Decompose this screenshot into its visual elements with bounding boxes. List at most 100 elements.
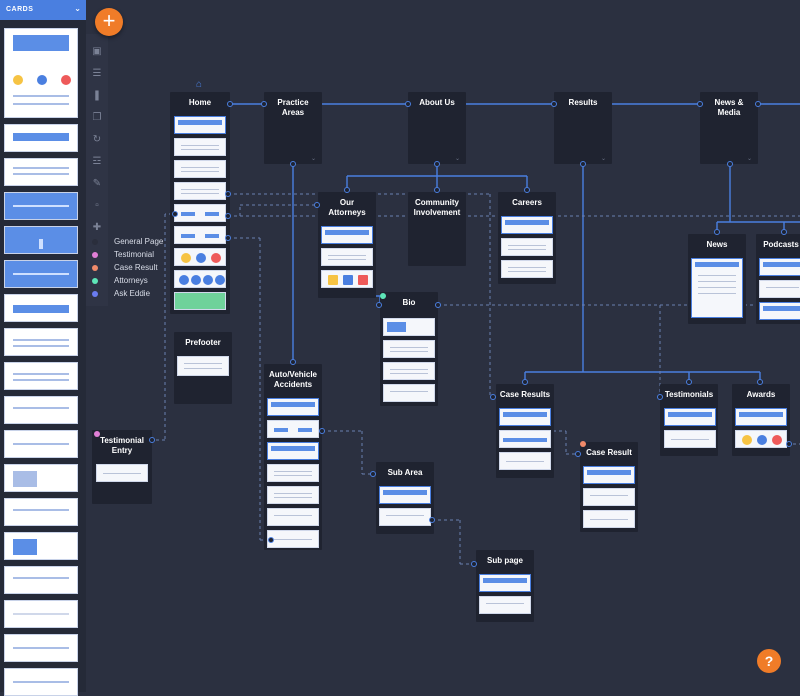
connector-dot[interactable]: [524, 187, 530, 193]
page-thumbnail[interactable]: [499, 430, 551, 448]
page-thumbnail[interactable]: [479, 574, 531, 592]
connector-dot[interactable]: [727, 161, 733, 167]
connector-dot[interactable]: [522, 379, 528, 385]
node-case-results[interactable]: Case Results: [496, 384, 554, 478]
page-thumbnail[interactable]: [321, 270, 373, 288]
node-sub-area[interactable]: Sub Area: [376, 462, 434, 534]
page-thumbnail[interactable]: [379, 486, 431, 504]
connector-dot[interactable]: [344, 187, 350, 193]
sync-icon[interactable]: ↻: [92, 134, 102, 145]
columns-icon[interactable]: ❚: [92, 90, 102, 101]
node-our-attorneys[interactable]: Our Attorneys: [318, 192, 376, 298]
connector-dot[interactable]: [580, 161, 586, 167]
page-thumbnail[interactable]: [174, 226, 226, 244]
page-thumbnail[interactable]: [383, 384, 435, 402]
page-thumbnail[interactable]: [664, 430, 716, 448]
save-icon[interactable]: ▣: [92, 46, 102, 57]
connector-dot[interactable]: [434, 161, 440, 167]
connector-dot[interactable]: [575, 451, 581, 457]
help-button[interactable]: ?: [757, 649, 781, 673]
connector-dot[interactable]: [429, 517, 435, 523]
node-testimonials[interactable]: Testimonials: [660, 384, 718, 456]
node-about-us[interactable]: About Us ⌄: [408, 92, 466, 164]
connector-dot[interactable]: [227, 101, 233, 107]
connector-dot[interactable]: [225, 213, 231, 219]
card-template[interactable]: [4, 294, 78, 322]
connector-dot[interactable]: [714, 229, 720, 235]
node-bio[interactable]: Bio: [380, 292, 438, 406]
chevron-down-icon[interactable]: ⌄: [454, 156, 460, 162]
card-template[interactable]: [4, 226, 78, 254]
page-thumbnail[interactable]: [479, 596, 531, 614]
card-template[interactable]: [4, 192, 78, 220]
node-podcasts[interactable]: Podcasts: [756, 234, 800, 324]
page-thumbnail[interactable]: [174, 160, 226, 178]
connector-dot[interactable]: [290, 359, 296, 365]
cards-header[interactable]: CARDS ⌄: [0, 0, 86, 20]
page-thumbnail[interactable]: [735, 408, 787, 426]
page-thumbnail[interactable]: [267, 508, 319, 526]
page-thumbnail[interactable]: [501, 260, 553, 278]
page-thumbnail[interactable]: [499, 452, 551, 470]
page-thumbnail[interactable]: [501, 216, 553, 234]
page-thumbnail[interactable]: [174, 204, 226, 222]
connector-dot[interactable]: [697, 101, 703, 107]
card-template[interactable]: [4, 498, 78, 526]
card-template[interactable]: [4, 668, 78, 696]
connector-dot[interactable]: [268, 537, 274, 543]
menu-icon[interactable]: ☰: [92, 68, 102, 79]
trash-icon[interactable]: ▫: [95, 200, 99, 211]
card-template[interactable]: [4, 430, 78, 458]
card-template[interactable]: [4, 328, 78, 356]
page-thumbnail[interactable]: [735, 430, 787, 448]
page-thumbnail[interactable]: [379, 508, 431, 526]
page-thumbnail[interactable]: [174, 270, 226, 288]
connector-dot[interactable]: [405, 101, 411, 107]
page-thumbnail[interactable]: [174, 248, 226, 266]
page-thumbnail[interactable]: [174, 138, 226, 156]
connector-dot[interactable]: [434, 187, 440, 193]
connector-dot[interactable]: [172, 211, 178, 217]
page-thumbnail[interactable]: [174, 182, 226, 200]
node-results[interactable]: Results ⌄: [554, 92, 612, 164]
copy-icon[interactable]: ❐: [92, 112, 102, 123]
node-case-result[interactable]: Case Result: [580, 442, 638, 532]
eraser-icon[interactable]: ✎: [92, 178, 102, 189]
page-thumbnail[interactable]: [383, 340, 435, 358]
page-thumbnail[interactable]: [267, 530, 319, 548]
page-thumbnail[interactable]: [321, 226, 373, 244]
page-thumbnail[interactable]: [267, 486, 319, 504]
page-thumbnail[interactable]: [583, 466, 635, 484]
connector-dot[interactable]: [657, 394, 663, 400]
page-thumbnail[interactable]: [383, 318, 435, 336]
connector-dot[interactable]: [370, 471, 376, 477]
connector-dot[interactable]: [149, 437, 155, 443]
connector-dot[interactable]: [755, 101, 761, 107]
chevron-down-icon[interactable]: ⌄: [310, 156, 316, 162]
page-thumbnail[interactable]: [383, 362, 435, 380]
map-thumbnail[interactable]: [174, 292, 226, 310]
page-thumbnail[interactable]: [267, 464, 319, 482]
page-thumbnail[interactable]: [499, 408, 551, 426]
connector-dot[interactable]: [290, 161, 296, 167]
page-thumbnail[interactable]: [583, 488, 635, 506]
connector-dot[interactable]: [781, 229, 787, 235]
page-thumbnail[interactable]: [664, 408, 716, 426]
node-news[interactable]: News: [688, 234, 746, 324]
node-careers[interactable]: Careers: [498, 192, 556, 284]
page-thumbnail[interactable]: [691, 258, 743, 318]
page-thumbnail[interactable]: [321, 248, 373, 266]
connector-dot[interactable]: [261, 101, 267, 107]
card-template[interactable]: [4, 124, 78, 152]
page-thumbnail[interactable]: [267, 442, 319, 460]
card-template[interactable]: [4, 158, 78, 186]
card-template[interactable]: [4, 532, 78, 560]
node-community-involvement[interactable]: Community Involvement: [408, 192, 466, 266]
connector-dot[interactable]: [225, 235, 231, 241]
node-sub-page[interactable]: Sub page: [476, 550, 534, 622]
card-template[interactable]: [4, 28, 78, 118]
connector-dot[interactable]: [225, 191, 231, 197]
page-thumbnail[interactable]: [96, 464, 148, 482]
connector-dot[interactable]: [786, 441, 792, 447]
connector-dot[interactable]: [314, 202, 320, 208]
